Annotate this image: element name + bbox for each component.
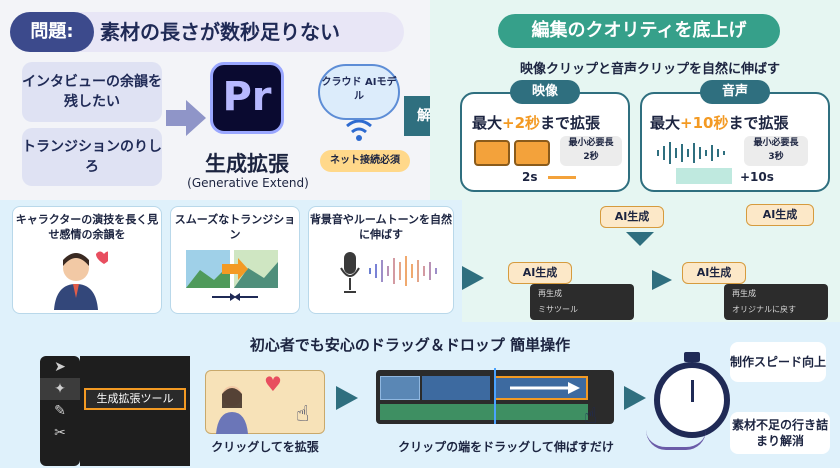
video-max-prefix: 最大 <box>472 114 503 132</box>
cloud-icon <box>318 64 400 120</box>
timeline-clip[interactable] <box>422 376 490 400</box>
audio-tab: 音声 <box>700 80 770 104</box>
need-card-transition: トランジションのりしろ <box>22 128 162 186</box>
pen-tool-icon[interactable]: ✎ <box>54 403 66 419</box>
wifi-icon <box>346 120 372 141</box>
menu-item-regenerate[interactable]: 再生成 <box>732 289 756 298</box>
generative-extend-tool-label[interactable]: 生成拡張ツール <box>84 388 186 410</box>
example-text-transition: スムーズなトランジション <box>174 213 296 241</box>
quality-title: 編集のクオリティを底上げ <box>498 14 780 48</box>
menu-item-tool[interactable]: ミサツール <box>538 305 578 314</box>
video-max-suffix: まで拡張 <box>540 114 601 132</box>
timeline-audio-track[interactable] <box>380 404 588 420</box>
drag-arrow-icon <box>510 382 580 394</box>
need-card-interview: インタビューの余韻を残したい <box>22 62 162 122</box>
voice-waveform-icon <box>369 256 437 286</box>
stopwatch-hand <box>691 380 694 402</box>
example-text-room-tone: 背景音やルームトーンを自然に伸ばす <box>309 213 453 241</box>
pointer-hand-icon: ☝ <box>584 404 598 429</box>
video-thumbnail <box>474 140 510 166</box>
ai-generation-badge: AI生成 <box>746 204 814 226</box>
audio-max-prefix: 最大 <box>650 114 681 132</box>
example-text-character: キャラクターの演技を長く見せ感情の余韻を <box>15 213 159 241</box>
timeline-clip[interactable] <box>380 376 420 400</box>
video-extension-handle <box>548 176 576 179</box>
audio-min-length: 最小必要長 3秒 <box>744 136 808 166</box>
arrow-right-icon <box>652 270 672 290</box>
premiere-pro-logo: Pr <box>210 62 284 134</box>
video-tab: 映像 <box>510 80 580 104</box>
heart-icon: ♥ <box>264 372 282 396</box>
tool-flyout-panel <box>80 356 190 466</box>
ai-generation-badge: AI生成 <box>508 262 572 284</box>
feature-name: 生成拡張 <box>205 152 289 176</box>
video-min-length: 最小必要長 2秒 <box>560 136 622 166</box>
cycle-arrow-icon <box>646 430 706 450</box>
video-max-value: +2秒 <box>502 114 541 132</box>
pointer-hand-icon: ☝ <box>296 402 310 427</box>
ai-generation-badge: AI生成 <box>682 262 746 284</box>
arrow-right-icon <box>462 266 484 290</box>
stopwatch-button <box>684 352 700 362</box>
swap-arrows-icon <box>212 293 258 301</box>
context-menu: 再生成 ミサツール <box>530 284 634 320</box>
benefit-material-shortage: 素材不足の行き詰まり解消 <box>730 412 830 454</box>
drag-caption: クリップの端をドラッグして伸ばすだけ <box>398 440 614 454</box>
arrow-right-icon <box>624 386 646 410</box>
audio-extension-label: +10s <box>740 170 774 184</box>
audio-min-value: 3秒 <box>768 152 784 162</box>
bottom-title: 初心者でも安心のドラッグ＆ドロップ 簡単操作 <box>249 336 571 354</box>
extend-caption: クリッグしてを拡張 <box>211 440 319 454</box>
audio-min-label: 最小必要長 <box>753 138 799 148</box>
network-required-badge: ネット接続必須 <box>320 150 410 172</box>
problem-label: 問題: <box>10 12 94 52</box>
video-extension-label: 2s <box>522 170 538 184</box>
playhead[interactable] <box>494 368 496 424</box>
arrow-down-icon <box>626 232 654 246</box>
arrow-right-icon <box>166 100 206 136</box>
context-menu: 再生成 オリジナルに戻す <box>724 284 828 320</box>
transition-illustration <box>186 250 278 288</box>
arrow-right-icon <box>336 386 358 410</box>
benefit-speed: 制作スピード向上 <box>730 342 826 382</box>
problem-text: 素材の長さが数秒足りない <box>100 20 340 44</box>
person-illustration <box>216 386 248 434</box>
selection-tool-icon[interactable]: ➤ <box>54 359 66 375</box>
video-min-value: 2秒 <box>583 152 599 162</box>
razor-tool-icon[interactable]: ✂ <box>54 425 66 441</box>
audio-max-extension: 最大+10秒まで拡張 <box>650 112 788 133</box>
audio-max-suffix: まで拡張 <box>728 114 789 132</box>
ai-generation-badge: AI生成 <box>600 206 664 228</box>
video-thumbnail <box>514 140 550 166</box>
person-illustration <box>54 251 108 310</box>
audio-waveform-icon <box>657 142 725 164</box>
menu-item-regenerate[interactable]: 再生成 <box>538 289 562 298</box>
audio-extension-fill <box>676 168 732 184</box>
video-max-extension: 最大+2秒まで拡張 <box>472 112 600 133</box>
video-min-label: 最小必要長 <box>568 138 614 148</box>
quality-subtitle: 映像クリップと音声クリップを自然に伸ばす <box>519 62 780 77</box>
feature-name-english: (Generative Extend) <box>187 176 309 190</box>
microphone-icon <box>340 252 360 293</box>
cloud-ai-model-text: クラウド AIモデル <box>321 77 397 102</box>
tool-palette: ➤ ✦ ✎ ✂ <box>40 356 80 466</box>
menu-item-revert-original[interactable]: オリジナルに戻す <box>732 305 796 314</box>
generative-extend-tool-icon[interactable]: ✦ <box>40 378 80 400</box>
audio-max-value: +10秒 <box>680 114 729 132</box>
